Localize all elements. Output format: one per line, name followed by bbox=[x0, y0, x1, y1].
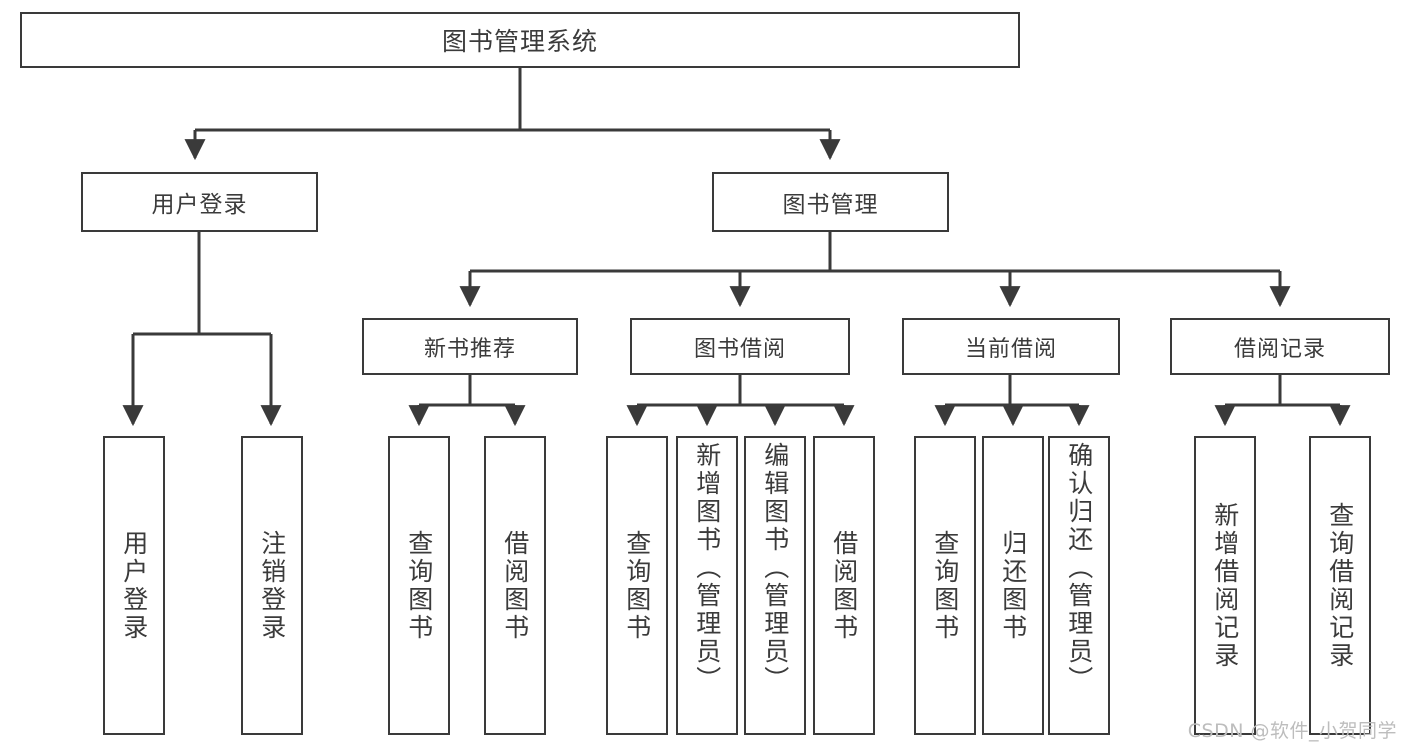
node-label: 用户登录 bbox=[151, 192, 248, 218]
node-add-book-admin[interactable]: 新增图书（管理员） bbox=[676, 436, 738, 735]
node-label: 图书管理系统 bbox=[441, 27, 598, 56]
node-label: 确认归还（管理员） bbox=[1064, 442, 1094, 694]
node-query-borrow-record[interactable]: 查询借阅记录 bbox=[1309, 436, 1371, 735]
node-current-borrow[interactable]: 当前借阅 bbox=[902, 318, 1120, 375]
node-edit-book-admin[interactable]: 编辑图书（管理员） bbox=[744, 436, 806, 735]
node-label: 新增借阅记录 bbox=[1210, 501, 1240, 670]
node-label: 图书借阅 bbox=[693, 336, 786, 362]
node-add-borrow-record[interactable]: 新增借阅记录 bbox=[1194, 436, 1256, 735]
leaf-text-wrap: 查询图书 bbox=[916, 438, 974, 733]
leaf-text-wrap: 归还图书 bbox=[984, 438, 1042, 733]
leaf-text-wrap: 查询借阅记录 bbox=[1311, 438, 1369, 733]
node-new-book-recommend[interactable]: 新书推荐 bbox=[362, 318, 578, 375]
node-user-login[interactable]: 用户登录 bbox=[81, 172, 318, 232]
node-borrow-book-1[interactable]: 借阅图书 bbox=[484, 436, 546, 735]
node-book-management[interactable]: 图书管理 bbox=[712, 172, 949, 232]
node-label: 图书管理 bbox=[782, 192, 879, 218]
node-label: 当前借阅 bbox=[964, 336, 1057, 362]
leaf-text-wrap: 新增借阅记录 bbox=[1196, 438, 1254, 733]
node-label: 编辑图书（管理员） bbox=[760, 442, 790, 694]
node-label: 新书推荐 bbox=[423, 336, 516, 362]
node-book-borrow[interactable]: 图书借阅 bbox=[630, 318, 850, 375]
node-label: 查询图书 bbox=[622, 529, 652, 642]
leaf-text-wrap: 确认归还（管理员） bbox=[1050, 438, 1108, 737]
node-confirm-return-admin[interactable]: 确认归还（管理员） bbox=[1048, 436, 1110, 735]
node-query-book-1[interactable]: 查询图书 bbox=[388, 436, 450, 735]
node-label: 查询图书 bbox=[930, 529, 960, 642]
leaf-text-wrap: 查询图书 bbox=[390, 438, 448, 733]
node-label: 用户登录 bbox=[119, 529, 149, 642]
node-borrow-record[interactable]: 借阅记录 bbox=[1170, 318, 1390, 375]
node-label: 新增图书（管理员） bbox=[692, 442, 722, 694]
leaf-text-wrap: 注销登录 bbox=[243, 438, 301, 733]
node-user-logout-action[interactable]: 注销登录 bbox=[241, 436, 303, 735]
node-label: 借阅图书 bbox=[829, 529, 859, 642]
leaf-text-wrap: 查询图书 bbox=[608, 438, 666, 733]
leaf-text-wrap: 编辑图书（管理员） bbox=[746, 438, 804, 737]
node-query-book-3[interactable]: 查询图书 bbox=[914, 436, 976, 735]
node-label: 归还图书 bbox=[998, 529, 1028, 642]
node-return-book[interactable]: 归还图书 bbox=[982, 436, 1044, 735]
leaf-text-wrap: 借阅图书 bbox=[486, 438, 544, 733]
watermark-text: CSDN @软件_小贺同学 bbox=[1187, 720, 1397, 742]
node-query-book-2[interactable]: 查询图书 bbox=[606, 436, 668, 735]
leaf-text-wrap: 用户登录 bbox=[105, 438, 163, 733]
node-label: 查询图书 bbox=[404, 529, 434, 642]
leaf-text-wrap: 借阅图书 bbox=[815, 438, 873, 733]
node-label: 查询借阅记录 bbox=[1325, 501, 1355, 670]
node-label: 借阅记录 bbox=[1233, 336, 1326, 362]
node-borrow-book-2[interactable]: 借阅图书 bbox=[813, 436, 875, 735]
node-user-login-action[interactable]: 用户登录 bbox=[103, 436, 165, 735]
node-root-book-management-system[interactable]: 图书管理系统 bbox=[20, 12, 1020, 68]
node-label: 注销登录 bbox=[257, 529, 287, 642]
node-label: 借阅图书 bbox=[500, 529, 530, 642]
leaf-text-wrap: 新增图书（管理员） bbox=[678, 438, 736, 737]
